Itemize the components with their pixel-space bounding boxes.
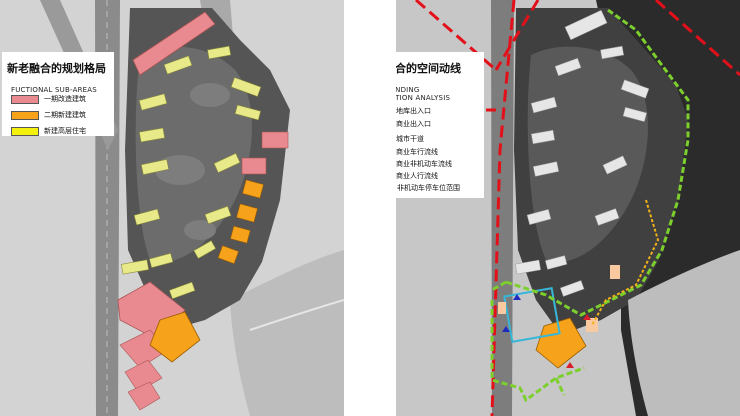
legend-label: 商业车行流线 [396, 148, 438, 156]
legend-item-phase2-new: 二期新建建筑 [11, 110, 86, 120]
legend-swatch [11, 110, 39, 120]
panel-title: 新老融合的规划格局 [7, 62, 106, 75]
legend-swatch [11, 126, 39, 136]
legend-item-phase1-renovation: 一期改造建筑 [11, 94, 86, 104]
legend-label: 新建高层住宅 [44, 127, 86, 135]
legend-item-bike-parking-area: 非机动车停车位范围 [396, 183, 460, 193]
site-plan-right [396, 0, 740, 416]
legend-item-non-motor-route: 商业非机动车流线 [396, 159, 452, 169]
legend-label: 商业人行流线 [396, 172, 438, 180]
legend-label: 城市干道 [396, 135, 424, 143]
legend-label: 商业出入口 [396, 120, 431, 128]
legend-label: 非机动车停车位范围 [397, 184, 460, 192]
functional-subareas-panel: 新老融合的规划格局 FUCTIONAL SUB-AREAS 一期改造建筑 二期新… [0, 0, 344, 416]
legend-item-commercial-vehicle-route: 商业车行流线 [396, 147, 438, 157]
legend-label: 一期改造建筑 [44, 95, 86, 103]
legend-item-commercial-entrance: 商业出入口 [396, 119, 431, 129]
legend-item-new-highrise: 新建高层住宅 [11, 126, 86, 136]
legend-item-garage-entrance: 地库出入口 [396, 106, 431, 116]
site-plan-left [0, 0, 344, 416]
circulation-analysis-panel: 新老融合的空间动线 SURROUNDING CIRCULATION ANALYS… [396, 0, 740, 416]
panel-subtitle-line2: CIRCULATION ANALYSIS [396, 94, 451, 102]
panel-subtitle-line1: SURROUNDING [396, 86, 420, 94]
legend-label: 二期新建建筑 [44, 111, 86, 119]
panel-title: 新老融合的空间动线 [396, 62, 461, 75]
legend-label: 商业非机动车流线 [396, 160, 452, 168]
legend-label: 地库出入口 [396, 107, 431, 115]
legend-swatch [11, 94, 39, 104]
legend-item-city-artery: 城市干道 [396, 134, 424, 144]
panel-subtitle: FUCTIONAL SUB-AREAS [11, 86, 97, 94]
legend-item-pedestrian-route: 商业人行流线 [396, 171, 438, 181]
